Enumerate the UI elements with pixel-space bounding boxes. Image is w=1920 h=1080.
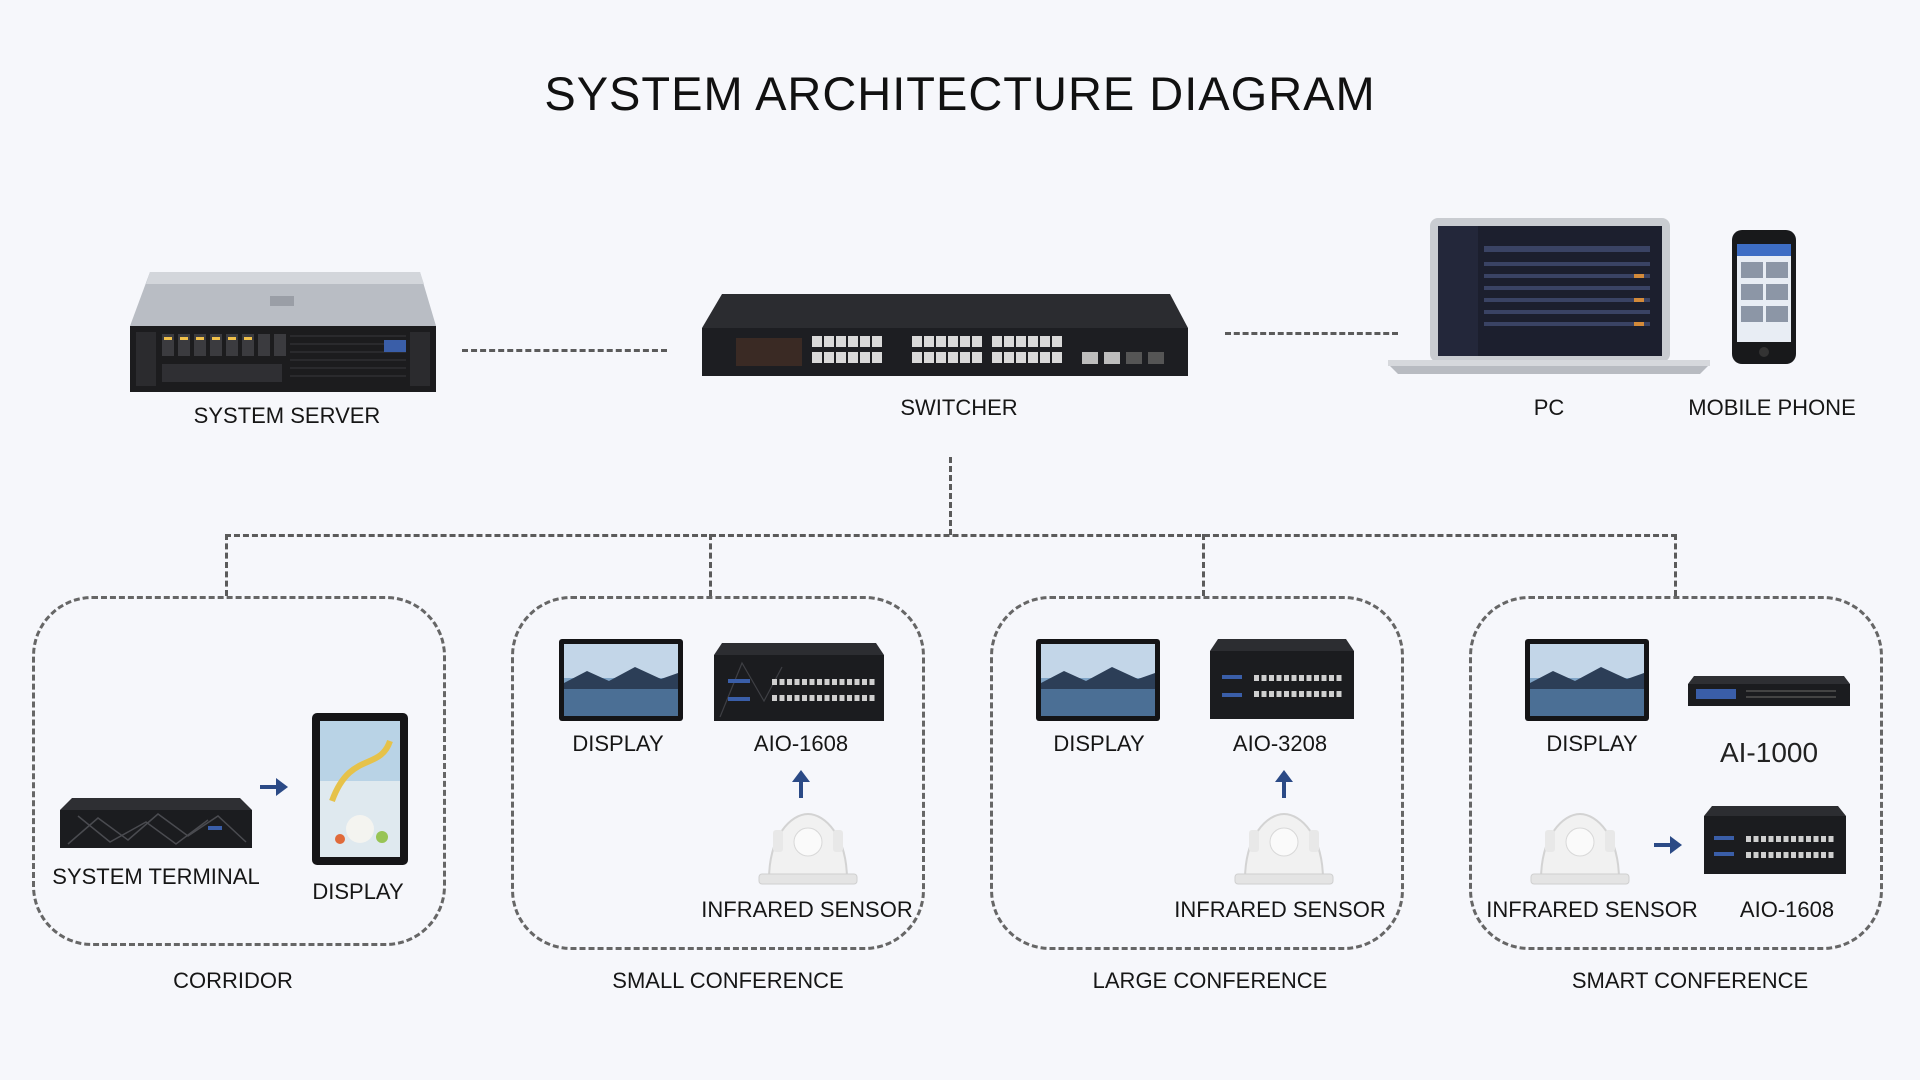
large-sensor-label: INFRARED SENSOR: [1174, 897, 1386, 922]
display-icon: [557, 637, 685, 723]
zone-large-conference-title: LARGE CONFERENCE: [1092, 968, 1328, 993]
rack-unit-icon: [1686, 674, 1852, 708]
zone-corridor-title: CORRIDOR: [173, 968, 293, 993]
infrared-sensor-icon: [1527, 808, 1633, 886]
smart-controller-label: AIO-1608: [1739, 897, 1835, 922]
page-title: SYSTEM ARCHITECTURE DIAGRAM: [544, 67, 1376, 120]
zone-small-conference: [511, 596, 925, 950]
small-controller-label: AIO-1608: [753, 731, 849, 756]
server-label: SYSTEM SERVER: [193, 403, 381, 428]
zone-smart-conference: [1469, 596, 1883, 950]
server-switch-connector: [462, 349, 667, 352]
corridor-display-label: DISPLAY: [312, 879, 404, 904]
infrared-sensor-icon: [755, 808, 861, 886]
terminal-label: SYSTEM TERMINAL: [52, 864, 260, 889]
branch-small: [709, 534, 712, 596]
infrared-sensor-icon: [1231, 808, 1337, 886]
branch-large: [1202, 534, 1205, 596]
trunk-connector: [949, 457, 952, 535]
small-display-label: DISPLAY: [572, 731, 664, 756]
matrix-controller-icon: [712, 641, 886, 723]
tablet-display-icon: [310, 711, 410, 867]
server-icon: [128, 264, 438, 394]
switcher-label: SWITCHER: [900, 395, 1018, 420]
matrix-controller-icon: [1702, 804, 1848, 876]
ai-1000-label: AI-1000: [1719, 737, 1819, 768]
zone-smart-conference-title: SMART CONFERENCE: [1571, 968, 1809, 993]
large-display-label: DISPLAY: [1053, 731, 1145, 756]
arrow-right-icon: [258, 776, 290, 798]
bus-connector: [225, 534, 1677, 537]
display-icon: [1034, 637, 1162, 723]
switch-icon: [700, 292, 1190, 378]
switch-pc-connector: [1225, 332, 1398, 335]
mobile-phone-label: MOBILE PHONE: [1688, 395, 1856, 420]
arrow-up-icon: [790, 770, 812, 800]
terminal-box-icon: [58, 796, 254, 850]
arrow-up-icon: [1273, 770, 1295, 800]
mobile-phone-icon: [1730, 228, 1798, 366]
zone-large-conference: [990, 596, 1404, 950]
pc-label: PC: [1533, 395, 1565, 420]
zone-corridor: [32, 596, 446, 946]
branch-corridor: [225, 534, 228, 596]
smart-display-label: DISPLAY: [1546, 731, 1638, 756]
small-sensor-label: INFRARED SENSOR: [701, 897, 913, 922]
smart-sensor-label: INFRARED SENSOR: [1486, 897, 1698, 922]
arrow-right-icon: [1652, 834, 1684, 856]
large-controller-label: AIO-3208: [1232, 731, 1328, 756]
zone-small-conference-title: SMALL CONFERENCE: [612, 968, 844, 993]
display-icon: [1523, 637, 1651, 723]
matrix-controller-icon: [1208, 637, 1356, 721]
laptop-icon: [1384, 216, 1714, 376]
branch-smart: [1674, 534, 1677, 596]
